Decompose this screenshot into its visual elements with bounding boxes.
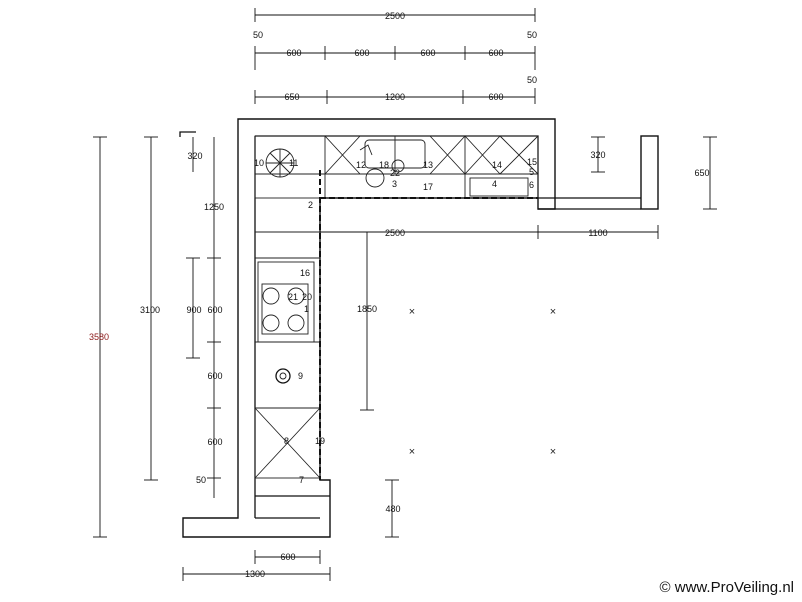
dim-left-600b: 600 bbox=[207, 371, 222, 381]
item-number-5: 5 bbox=[529, 167, 534, 177]
item-number-1: 1 bbox=[304, 304, 309, 314]
item-number-15: 15 bbox=[527, 157, 537, 167]
walls bbox=[182, 118, 659, 538]
item-number-17: 17 bbox=[423, 182, 433, 192]
item-number-19: 19 bbox=[315, 436, 325, 446]
right-dimension-lines: 320 650 bbox=[590, 136, 717, 210]
svg-text:×: × bbox=[409, 306, 415, 318]
dim-left-3580: 3580 bbox=[89, 332, 109, 342]
watermark: © www.ProVeiling.nl bbox=[659, 579, 794, 596]
item-number-6: 6 bbox=[529, 180, 534, 190]
item-number-labels: 10 11 2 12 18 22 3 13 17 14 4 15 5 6 16 … bbox=[254, 157, 537, 485]
item-number-4: 4 bbox=[492, 179, 497, 189]
dim-left-50: 50 bbox=[196, 475, 206, 485]
item-number-9: 9 bbox=[298, 371, 303, 381]
dim-top-row1-c: 600 bbox=[420, 48, 435, 58]
item-number-7: 7 bbox=[299, 475, 304, 485]
item-number-20: 20 bbox=[302, 292, 312, 302]
dim-bottom-1300: 1300 bbox=[245, 569, 265, 579]
dim-mid-1100: 1100 bbox=[588, 228, 607, 238]
dim-left-1250: 1250 bbox=[204, 202, 224, 212]
dim-top-margin-right: 50 bbox=[527, 30, 537, 40]
item-number-10: 10 bbox=[254, 158, 264, 168]
dim-right-320: 320 bbox=[590, 150, 605, 160]
svg-text:×: × bbox=[550, 306, 556, 318]
item-number-3: 3 bbox=[392, 179, 397, 189]
top-counter-cabinets bbox=[254, 135, 539, 199]
dim-top-row1-d: 600 bbox=[488, 48, 503, 58]
dim-left-3100: 3100 bbox=[140, 305, 160, 315]
mid-dimension-lines: 2500 1100 1850 bbox=[320, 225, 659, 411]
item-number-21: 21 bbox=[288, 292, 298, 302]
dim-top-row2-a: 650 bbox=[284, 92, 299, 102]
dim-bottom-480: 480 bbox=[385, 504, 400, 514]
left-counter-cabinets bbox=[254, 170, 321, 480]
item-number-14: 14 bbox=[492, 160, 502, 170]
left-dimension-lines: 320 1250 600 600 600 50 900 3100 3580 bbox=[89, 131, 224, 538]
item-number-16: 16 bbox=[300, 268, 310, 278]
dim-top-total: 2500 bbox=[385, 11, 405, 21]
dim-top-margin-right-b: 50 bbox=[527, 75, 537, 85]
item-number-12: 12 bbox=[356, 160, 366, 170]
svg-text:×: × bbox=[409, 446, 415, 458]
dim-top-margin-left: 50 bbox=[253, 30, 263, 40]
item-number-8: 8 bbox=[284, 436, 289, 446]
dim-right-650: 650 bbox=[694, 168, 709, 178]
dim-top-row2-c: 600 bbox=[488, 92, 503, 102]
dim-mid-2500: 2500 bbox=[385, 228, 405, 238]
bottom-dimension-lines: 480 600 1300 bbox=[182, 479, 401, 581]
item-number-22: 22 bbox=[390, 168, 400, 178]
item-number-13: 13 bbox=[423, 160, 433, 170]
ceiling-light-marks: × × × × bbox=[409, 306, 556, 458]
dim-top-row2-b: 1200 bbox=[385, 92, 405, 102]
item-number-2: 2 bbox=[308, 200, 313, 210]
dim-left-320: 320 bbox=[187, 151, 202, 161]
dim-top-row1-b: 600 bbox=[354, 48, 369, 58]
dim-left-900: 900 bbox=[186, 305, 201, 315]
dim-left-600a: 600 bbox=[207, 305, 222, 315]
svg-text:×: × bbox=[550, 446, 556, 458]
item-number-18: 18 bbox=[379, 160, 389, 170]
dim-bottom-600: 600 bbox=[280, 552, 295, 562]
item-number-11: 11 bbox=[289, 158, 298, 168]
dim-inner-1850: 1850 bbox=[357, 304, 377, 314]
dim-top-row1-a: 600 bbox=[286, 48, 301, 58]
dim-left-600c: 600 bbox=[207, 437, 222, 447]
top-dimension-lines: 2500 50 50 600 600 600 600 50 650 1200 6… bbox=[253, 8, 537, 104]
